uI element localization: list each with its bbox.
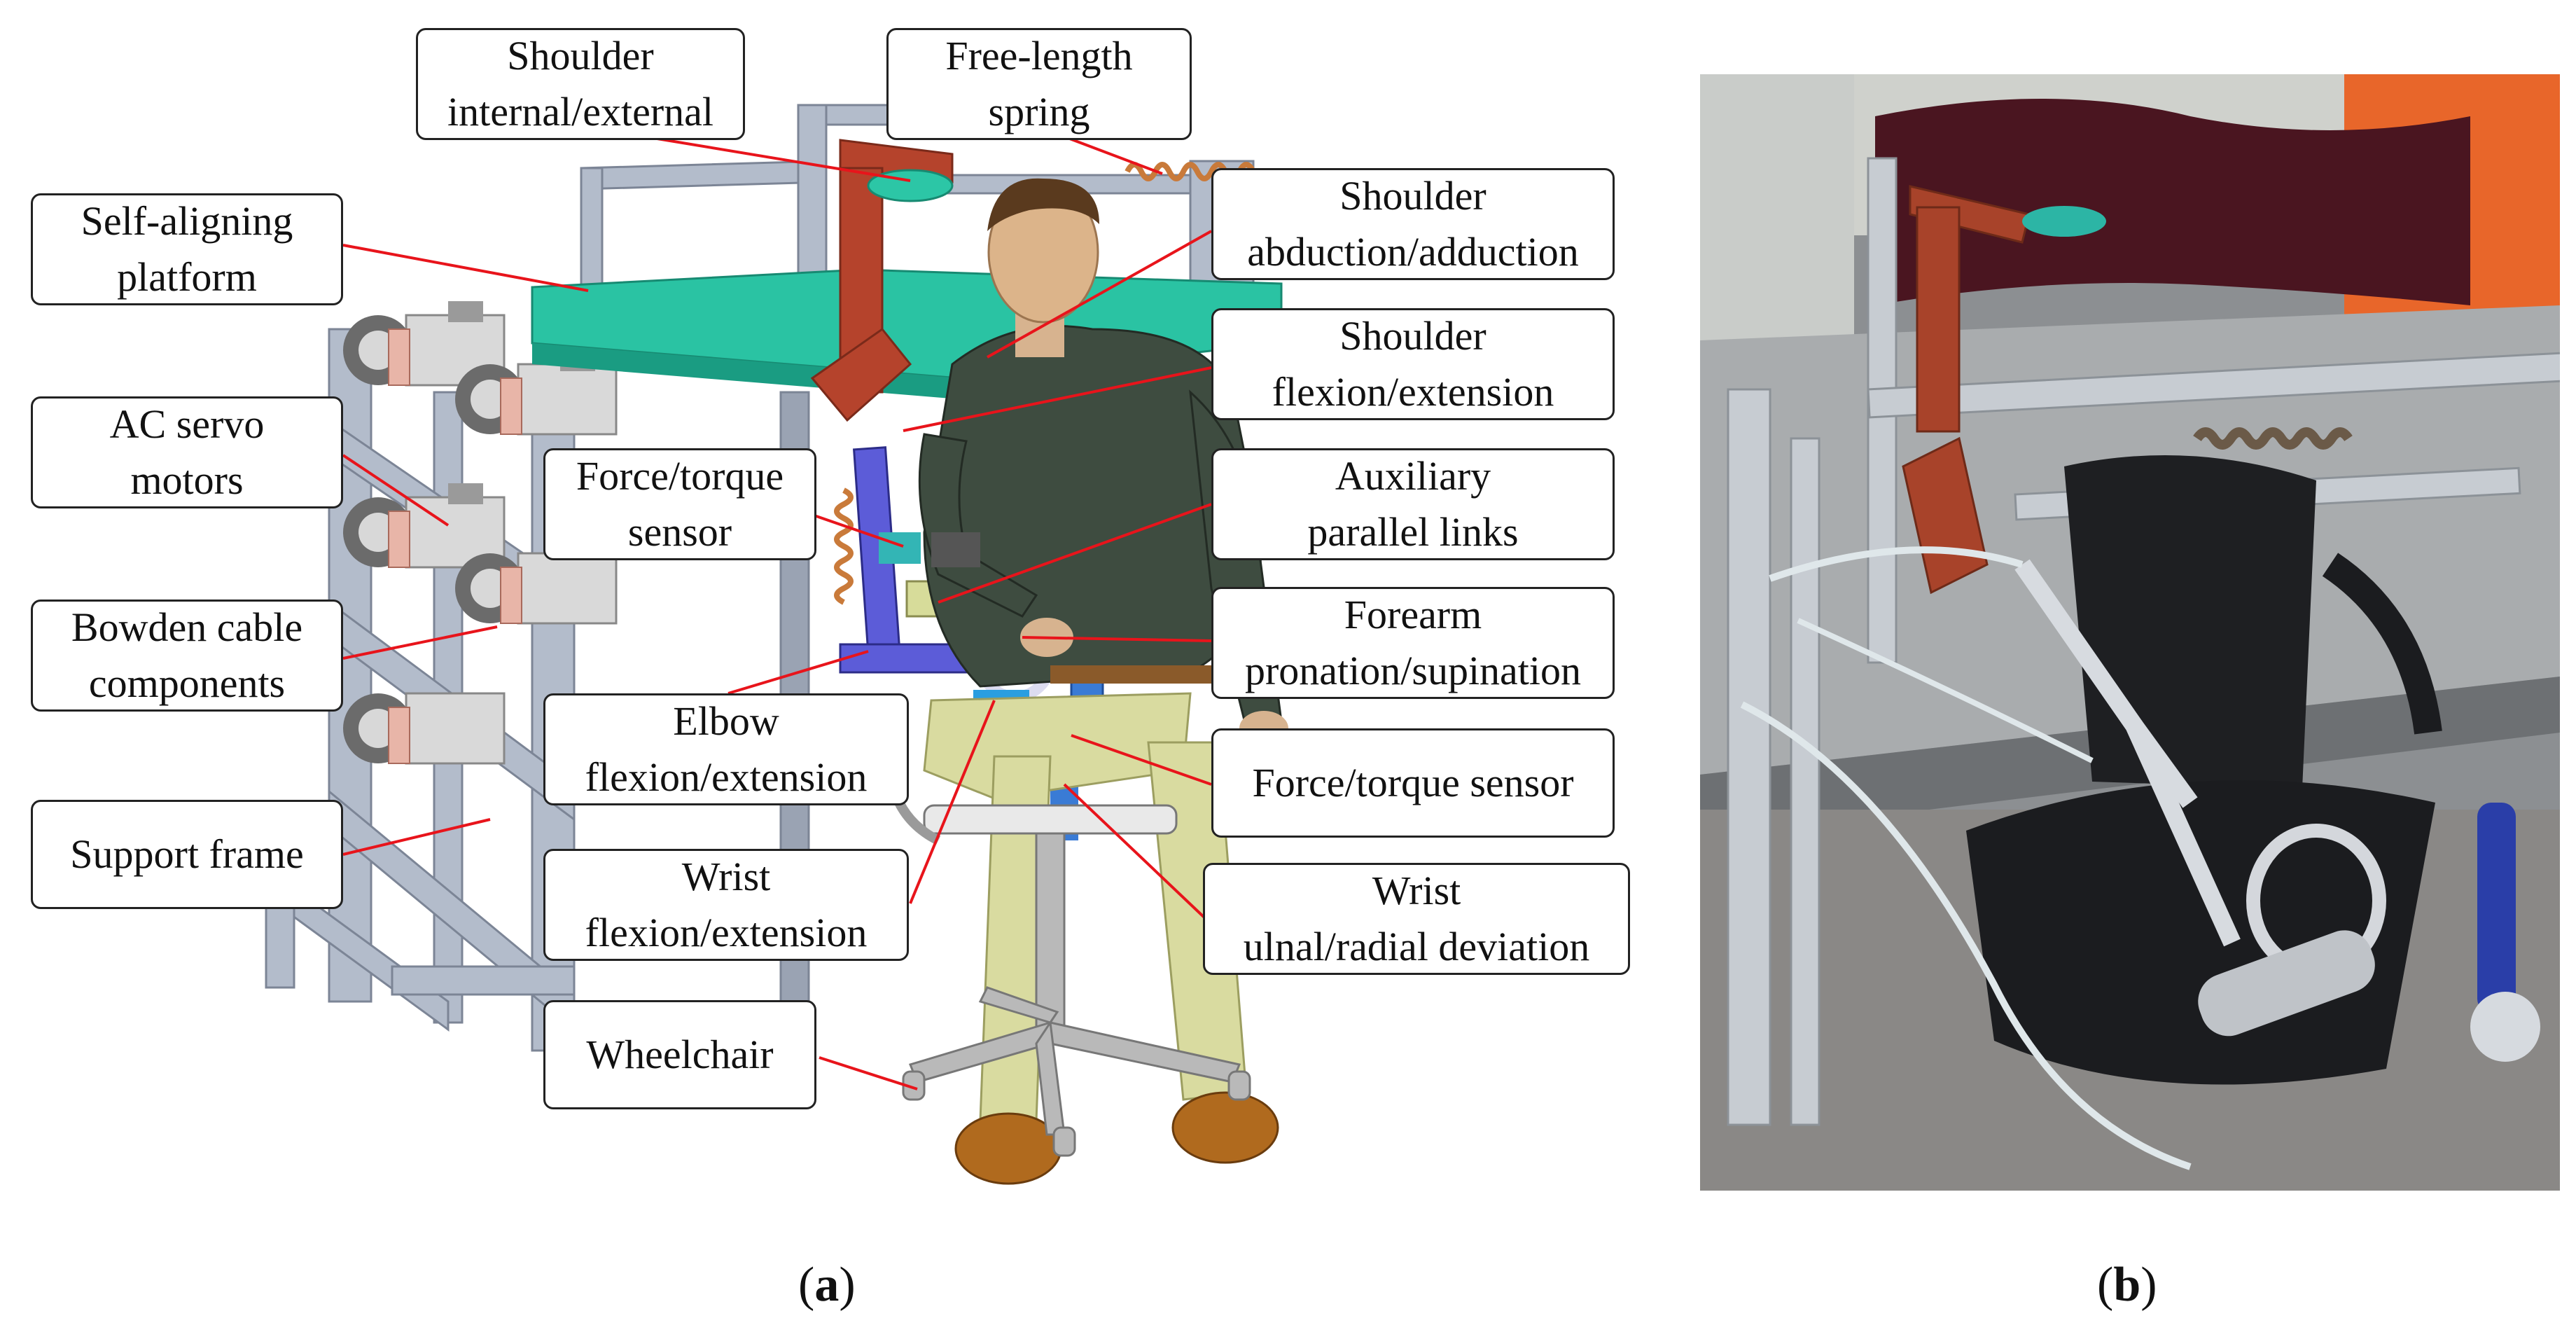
exoskeleton-illustration [265,104,1288,1185]
label-line: internal/external [447,89,714,134]
label-line: platform [117,254,257,300]
label-line: flexion/extension [1272,369,1554,415]
label-line: Shoulder [1339,313,1487,359]
label-line: Force/torque [576,453,784,499]
leader-bowden-cable [342,625,498,660]
label-line: Shoulder [507,33,654,78]
label-wheelchair: Wheelchair [543,1000,816,1109]
leader-shoulder-flex-ext [903,366,1212,432]
label-line: sensor [627,509,732,555]
label-line: ulnal/radial deviation [1243,924,1590,969]
label-line: Elbow [673,698,779,744]
motor-unit-4 [455,552,618,625]
leader-force-torque-upper [812,513,904,548]
label-line: Support frame [70,831,304,877]
label-line: flexion/extension [585,754,868,800]
leader-wrist-ulnar-radial [1063,783,1206,919]
ac-servo-motor-group [343,301,618,765]
caption-panel-b: (b) [2097,1258,2157,1312]
prototype-photograph [1700,74,2560,1191]
leader-wrist-flex-ext [909,700,996,904]
label-shoulder-abduction-adduction: Shoulder abduction/adduction [1211,168,1615,280]
motor-unit-5 [343,692,506,765]
label-line: pronation/supination [1244,648,1582,693]
label-line: Force/torque sensor [1252,760,1574,805]
label-line: flexion/extension [585,910,868,955]
label-line: AC servo [109,401,265,447]
wheelchair-model [883,735,1251,1157]
label-line: Self-aligning [81,198,293,244]
label-wrist-ulnar-radial-deviation: Wrist ulnal/radial deviation [1203,863,1630,975]
label-elbow-flexion-extension: Elbow flexion/extension [543,693,909,805]
label-ac-servo-motors: AC servo motors [31,396,343,508]
label-line: Shoulder [1339,173,1487,219]
label-line: Auxiliary [1335,453,1491,499]
label-line: Free-length [945,33,1133,78]
label-self-aligning-platform: Self-aligning platform [31,193,343,305]
caption-letter: b [2113,1258,2141,1312]
label-line: abduction/adduction [1247,229,1579,275]
label-line: components [88,660,286,706]
leader-wheelchair [819,1056,918,1090]
label-force-torque-sensor-upper: Force/torque sensor [543,448,816,560]
leader-ac-servo-motors [342,454,450,527]
leader-support-frame [342,818,491,856]
label-shoulder-internal-external: Shoulder internal/external [416,28,745,140]
label-line: motors [130,457,244,503]
label-line: Wrist [1372,868,1461,913]
shoulder-link-assembly [810,139,954,422]
label-line: spring [988,89,1090,134]
label-bowden-cable-components: Bowden cable components [31,600,343,712]
photo-rendering [1700,74,2560,1191]
label-wrist-flexion-extension: Wrist flexion/extension [543,849,909,961]
leader-forearm-pro-sup [1022,636,1212,642]
label-free-length-spring: Free-length spring [886,28,1192,140]
label-line: Wheelchair [586,1032,774,1077]
leader-elbow-flex-ext [727,650,869,695]
label-line: Wrist [681,854,771,899]
bowden-pulley-plates [388,328,522,764]
leader-self-aligning-platform [342,244,589,292]
label-line: parallel links [1307,509,1519,555]
label-shoulder-flexion-extension: Shoulder flexion/extension [1211,308,1615,420]
leader-shoulder-abd-add [987,230,1212,359]
caption-letter: a [814,1258,840,1312]
label-force-torque-sensor-lower: Force/torque sensor [1211,728,1615,838]
label-support-frame: Support frame [31,800,343,909]
label-forearm-pronation-supination: Forearm pronation/supination [1211,587,1615,699]
leader-force-torque-lower [1071,734,1212,786]
leader-auxiliary-parallel-links [938,503,1212,604]
label-auxiliary-parallel-links: Auxiliary parallel links [1211,448,1615,560]
caption-panel-a: (a) [798,1258,856,1312]
label-line: Bowden cable [71,604,303,650]
label-line: Forearm [1344,592,1482,637]
